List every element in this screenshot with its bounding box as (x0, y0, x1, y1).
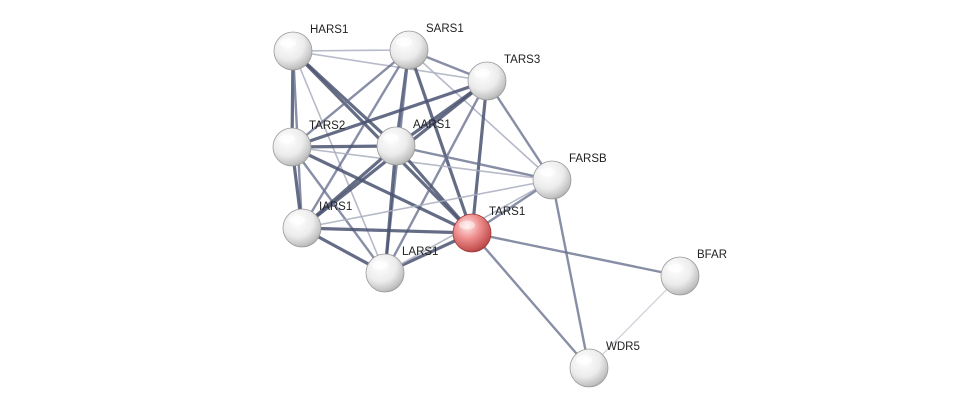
node-hars1[interactable] (273, 31, 313, 71)
edge-tars2-tars1[interactable] (290, 145, 474, 235)
node-ball-tars1[interactable] (452, 213, 492, 253)
edge-hars1-lars1[interactable] (292, 50, 386, 274)
node-label-farsb: FARSB (569, 153, 607, 165)
node-sars1[interactable] (389, 30, 429, 70)
node-highlight-tars2 (279, 134, 295, 144)
node-ball-tars2[interactable] (272, 127, 312, 167)
edge-sars1-iars1[interactable] (300, 48, 411, 230)
node-highlight-lars1 (372, 260, 388, 270)
node-highlight-farsb (539, 167, 555, 177)
node-label-wdr5: WDR5 (606, 341, 640, 353)
node-highlight-tars1 (459, 220, 475, 230)
edge-tars3-lars1[interactable] (383, 79, 489, 275)
edge-tars1-bfar[interactable] (470, 231, 682, 278)
node-layer (272, 30, 700, 388)
node-label-tars3: TARS3 (504, 54, 540, 66)
edge-farsb-wdr5[interactable] (550, 178, 591, 370)
node-aars1[interactable] (376, 126, 416, 166)
edge-aars1-lars1[interactable] (383, 144, 398, 275)
node-farsb[interactable] (532, 160, 572, 200)
node-ball-wdr5[interactable] (569, 348, 609, 388)
edge-iars1-tars1[interactable] (300, 226, 474, 235)
node-iars1[interactable] (282, 208, 322, 248)
edge-tars3-tars1[interactable] (470, 79, 489, 235)
node-label-aars1: AARS1 (413, 119, 451, 131)
edge-aars1-farsb[interactable] (394, 144, 554, 182)
node-ball-lars1[interactable] (365, 253, 405, 293)
node-ball-hars1[interactable] (273, 31, 313, 71)
node-highlight-sars1 (396, 37, 412, 47)
edge-sars1-tars1[interactable] (407, 48, 474, 235)
edge-iars1-farsb[interactable] (301, 179, 553, 229)
node-ball-farsb[interactable] (532, 160, 572, 200)
edge-sars1-farsb[interactable] (408, 49, 553, 181)
node-tars3[interactable] (467, 61, 507, 101)
node-wdr5[interactable] (569, 348, 609, 388)
node-ball-tars3[interactable] (467, 61, 507, 101)
node-ball-aars1[interactable] (376, 126, 416, 166)
node-label-tars2: TARS2 (309, 120, 345, 132)
node-tars2[interactable] (272, 127, 312, 167)
edge-tars2-lars1[interactable] (290, 145, 387, 275)
node-ball-iars1[interactable] (282, 208, 322, 248)
node-label-hars1: HARS1 (310, 24, 348, 36)
edge-tars1-wdr5[interactable] (470, 231, 591, 370)
node-label-iars1: IARS1 (319, 201, 352, 213)
node-bfar[interactable] (660, 256, 700, 296)
node-highlight-wdr5 (576, 355, 592, 365)
node-ball-bfar[interactable] (660, 256, 700, 296)
node-highlight-tars3 (474, 68, 490, 78)
node-label-sars1: SARS1 (426, 23, 464, 35)
edge-tars3-farsb[interactable] (485, 79, 554, 182)
edge-sars1-tars2[interactable] (290, 48, 411, 149)
node-highlight-aars1 (383, 133, 399, 143)
node-tars1[interactable] (452, 213, 492, 253)
node-label-tars1: TARS1 (489, 206, 525, 218)
node-highlight-bfar (667, 263, 683, 273)
node-highlight-hars1 (280, 38, 296, 48)
node-label-bfar: BFAR (697, 249, 727, 261)
edge-tars2-farsb[interactable] (291, 146, 553, 181)
node-ball-sars1[interactable] (389, 30, 429, 70)
node-lars1[interactable] (365, 253, 405, 293)
edge-bfar-wdr5[interactable] (588, 275, 681, 369)
edge-tars3-tars2[interactable] (290, 79, 489, 149)
node-label-lars1: LARS1 (402, 246, 438, 258)
node-highlight-iars1 (289, 215, 305, 225)
edge-aars1-iars1[interactable] (300, 144, 398, 230)
